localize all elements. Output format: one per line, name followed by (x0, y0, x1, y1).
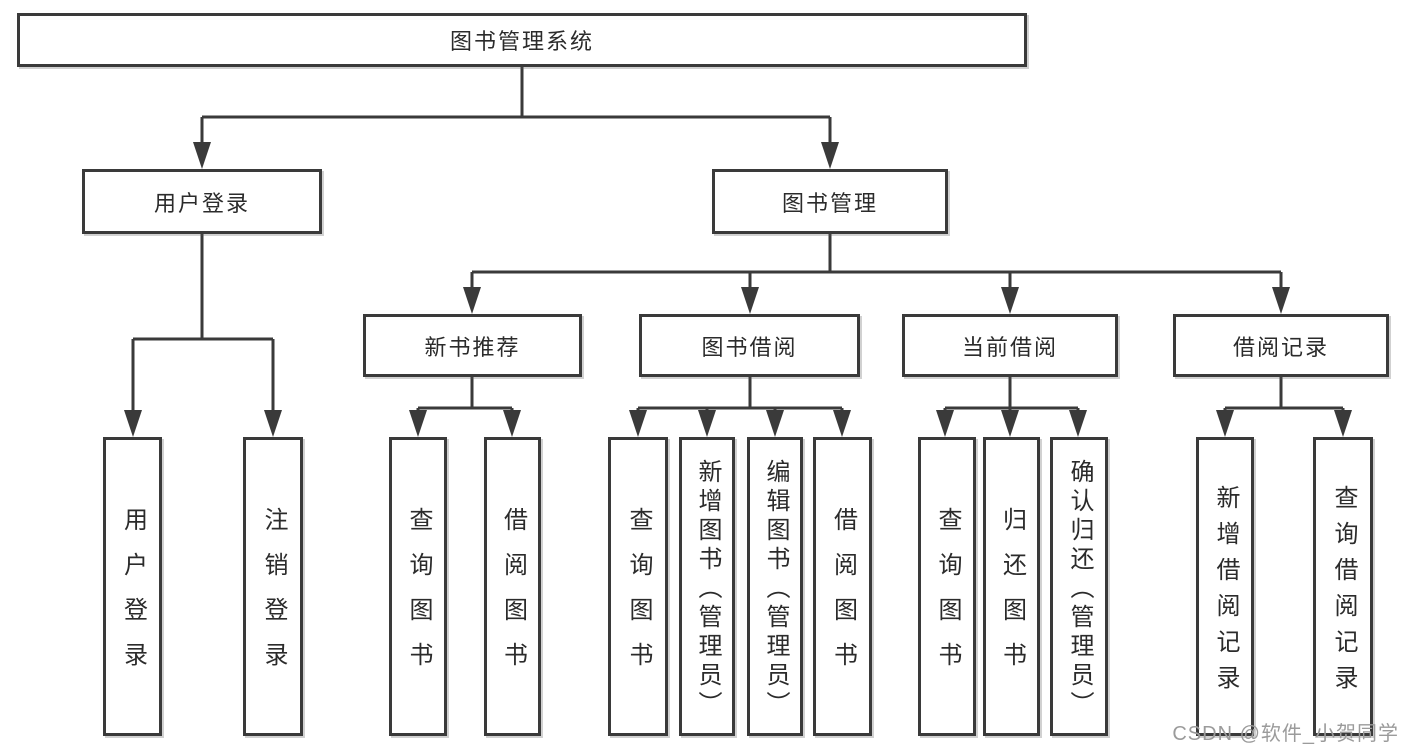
node-label: 借阅记录 (1232, 334, 1329, 360)
arrowhead (629, 410, 647, 437)
arrowhead (503, 410, 521, 437)
node-label: 编辑图书（管理员） (762, 458, 789, 720)
connector-borrowing-records-to-leaves (1223, 377, 1345, 413)
arrowhead (936, 410, 954, 437)
node-label: 新增借阅记录 (1212, 484, 1239, 701)
arrowhead (1216, 410, 1234, 437)
arrowhead (766, 410, 784, 437)
connector-root-to-level2 (200, 67, 832, 145)
node-label: 确认归还（管理员） (1066, 458, 1093, 720)
leaf-query-borrow-record: 查询借阅记录 (1313, 437, 1373, 736)
arrowhead (1272, 287, 1290, 314)
leaf-add-books-admin: 新增图书（管理员） (679, 437, 735, 736)
node-label: 新增图书（管理员） (694, 458, 721, 720)
leaf-edit-books-admin: 编辑图书（管理员） (747, 437, 803, 736)
node-borrowing-records: 借阅记录 (1173, 314, 1389, 377)
connector-book-management-to-level3 (470, 234, 1283, 290)
node-user-login: 用户登录 (82, 169, 322, 234)
arrowhead (409, 410, 427, 437)
leaf-user-login: 用户登录 (103, 437, 162, 736)
node-label: 图书借阅 (701, 334, 798, 360)
node-book-management: 图书管理 (712, 169, 948, 234)
arrowhead (264, 410, 282, 437)
leaf-query-books-borrowing: 查询图书 (608, 437, 668, 736)
node-label: 用户登录 (119, 507, 147, 687)
node-label: 当前借阅 (961, 334, 1058, 360)
arrowhead (1001, 287, 1019, 314)
arrowhead (741, 287, 759, 314)
leaf-borrow-books-recommend: 借阅图书 (484, 437, 541, 736)
connector-current-borrowing-to-leaves (943, 377, 1080, 413)
csdn-watermark: CSDN @软件_小贺同学 (1172, 723, 1399, 745)
node-book-borrowing: 图书借阅 (639, 314, 860, 377)
node-new-book-recommendation: 新书推荐 (363, 314, 582, 377)
node-label: 借阅图书 (499, 507, 527, 687)
arrowhead (698, 410, 716, 437)
node-library-management-system: 图书管理系统 (17, 13, 1027, 67)
arrowhead (821, 142, 839, 169)
node-label: 新书推荐 (424, 334, 521, 360)
node-label: 注销登录 (260, 507, 287, 687)
node-label: 用户登录 (153, 190, 250, 216)
arrowhead (833, 410, 851, 437)
node-label: 归还图书 (998, 507, 1026, 687)
arrowhead (1001, 410, 1019, 437)
leaf-query-books-current: 查询图书 (918, 437, 976, 736)
node-label: 图书管理 (781, 190, 878, 216)
node-label: 借阅图书 (829, 507, 857, 687)
node-label: 查询图书 (934, 507, 961, 687)
leaf-logout: 注销登录 (243, 437, 303, 736)
arrowhead (1069, 410, 1087, 437)
node-label: 查询图书 (625, 507, 652, 687)
node-label: 查询借阅记录 (1330, 484, 1357, 701)
leaf-return-books: 归还图书 (983, 437, 1040, 736)
arrowhead (124, 410, 142, 437)
node-label: 图书管理系统 (449, 29, 594, 54)
node-label: 查询图书 (405, 507, 432, 687)
connector-user-login-to-leaves (131, 234, 275, 413)
leaf-query-books-recommend: 查询图书 (389, 437, 447, 736)
leaf-borrow-books-borrowing: 借阅图书 (813, 437, 872, 736)
arrowhead (463, 287, 481, 314)
arrowhead (193, 142, 211, 169)
connector-book-borrowing-to-leaves (636, 377, 844, 413)
connector-new-book-recommendation-to-leaves (416, 377, 514, 413)
leaf-confirm-return-admin: 确认归还（管理员） (1050, 437, 1108, 736)
node-current-borrowing: 当前借阅 (902, 314, 1118, 377)
arrowhead (1334, 410, 1352, 437)
leaf-add-borrow-record: 新增借阅记录 (1196, 437, 1254, 736)
